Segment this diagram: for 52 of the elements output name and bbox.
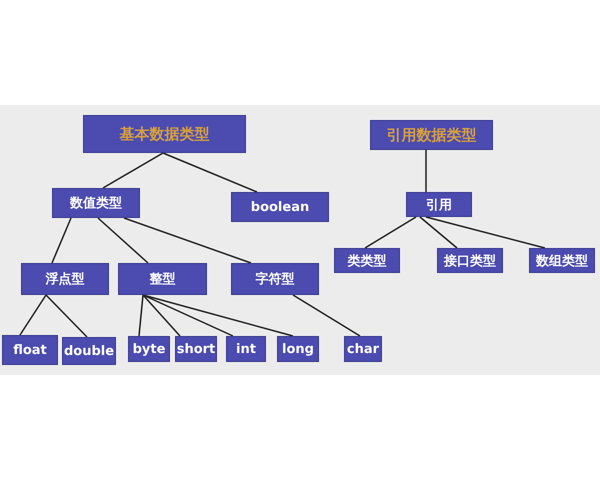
type-box xyxy=(226,336,266,362)
connector-line xyxy=(426,216,546,249)
type-label: 整型 xyxy=(150,271,176,288)
type-box xyxy=(344,336,382,362)
type-label: 数值类型 xyxy=(70,195,122,212)
type-label: 字符型 xyxy=(256,270,294,288)
type-box xyxy=(2,335,58,365)
connector-line xyxy=(124,217,252,264)
type-box xyxy=(21,263,109,295)
type-label: 引用 xyxy=(426,196,452,214)
type-label: 引用数据类型 xyxy=(386,126,476,144)
type-box xyxy=(231,263,319,295)
type-label: 基本数据类型 xyxy=(120,124,210,144)
type-label: boolean xyxy=(250,200,310,214)
type-box xyxy=(529,248,595,273)
connector-line xyxy=(98,217,148,264)
type-label: 浮点型 xyxy=(46,271,84,288)
type-label: float xyxy=(13,342,47,358)
connector-line xyxy=(142,294,181,336)
connector-line xyxy=(51,218,72,264)
connector-line xyxy=(142,294,234,337)
type-box xyxy=(128,336,170,362)
type-label: 类类型 xyxy=(348,252,386,270)
type-box xyxy=(83,115,246,153)
type-box xyxy=(52,188,140,218)
connector-line xyxy=(142,294,294,337)
type-label: short xyxy=(176,342,216,356)
connector-line xyxy=(102,152,164,189)
connector-line xyxy=(138,294,144,336)
type-box xyxy=(175,336,217,362)
type-box xyxy=(334,248,400,273)
type-label: long xyxy=(282,342,314,356)
connector-line xyxy=(19,294,47,336)
type-box xyxy=(406,192,472,217)
connector-line xyxy=(364,216,416,249)
type-box xyxy=(370,120,493,150)
type-label: char xyxy=(346,342,380,356)
type-box xyxy=(62,337,116,365)
type-label: int xyxy=(236,342,256,356)
connector-line xyxy=(425,150,427,192)
type-box xyxy=(277,336,319,362)
type-box xyxy=(437,248,503,273)
connector-line xyxy=(292,294,360,337)
connector-line xyxy=(420,216,458,249)
type-box xyxy=(231,192,329,222)
connector-line xyxy=(45,294,88,338)
type-label: 接口类型 xyxy=(444,252,496,270)
type-label: double xyxy=(64,344,114,358)
type-label: 数组类型 xyxy=(536,252,588,270)
type-label: byte xyxy=(132,342,166,356)
type-box xyxy=(118,263,207,295)
connector-line xyxy=(162,152,258,193)
